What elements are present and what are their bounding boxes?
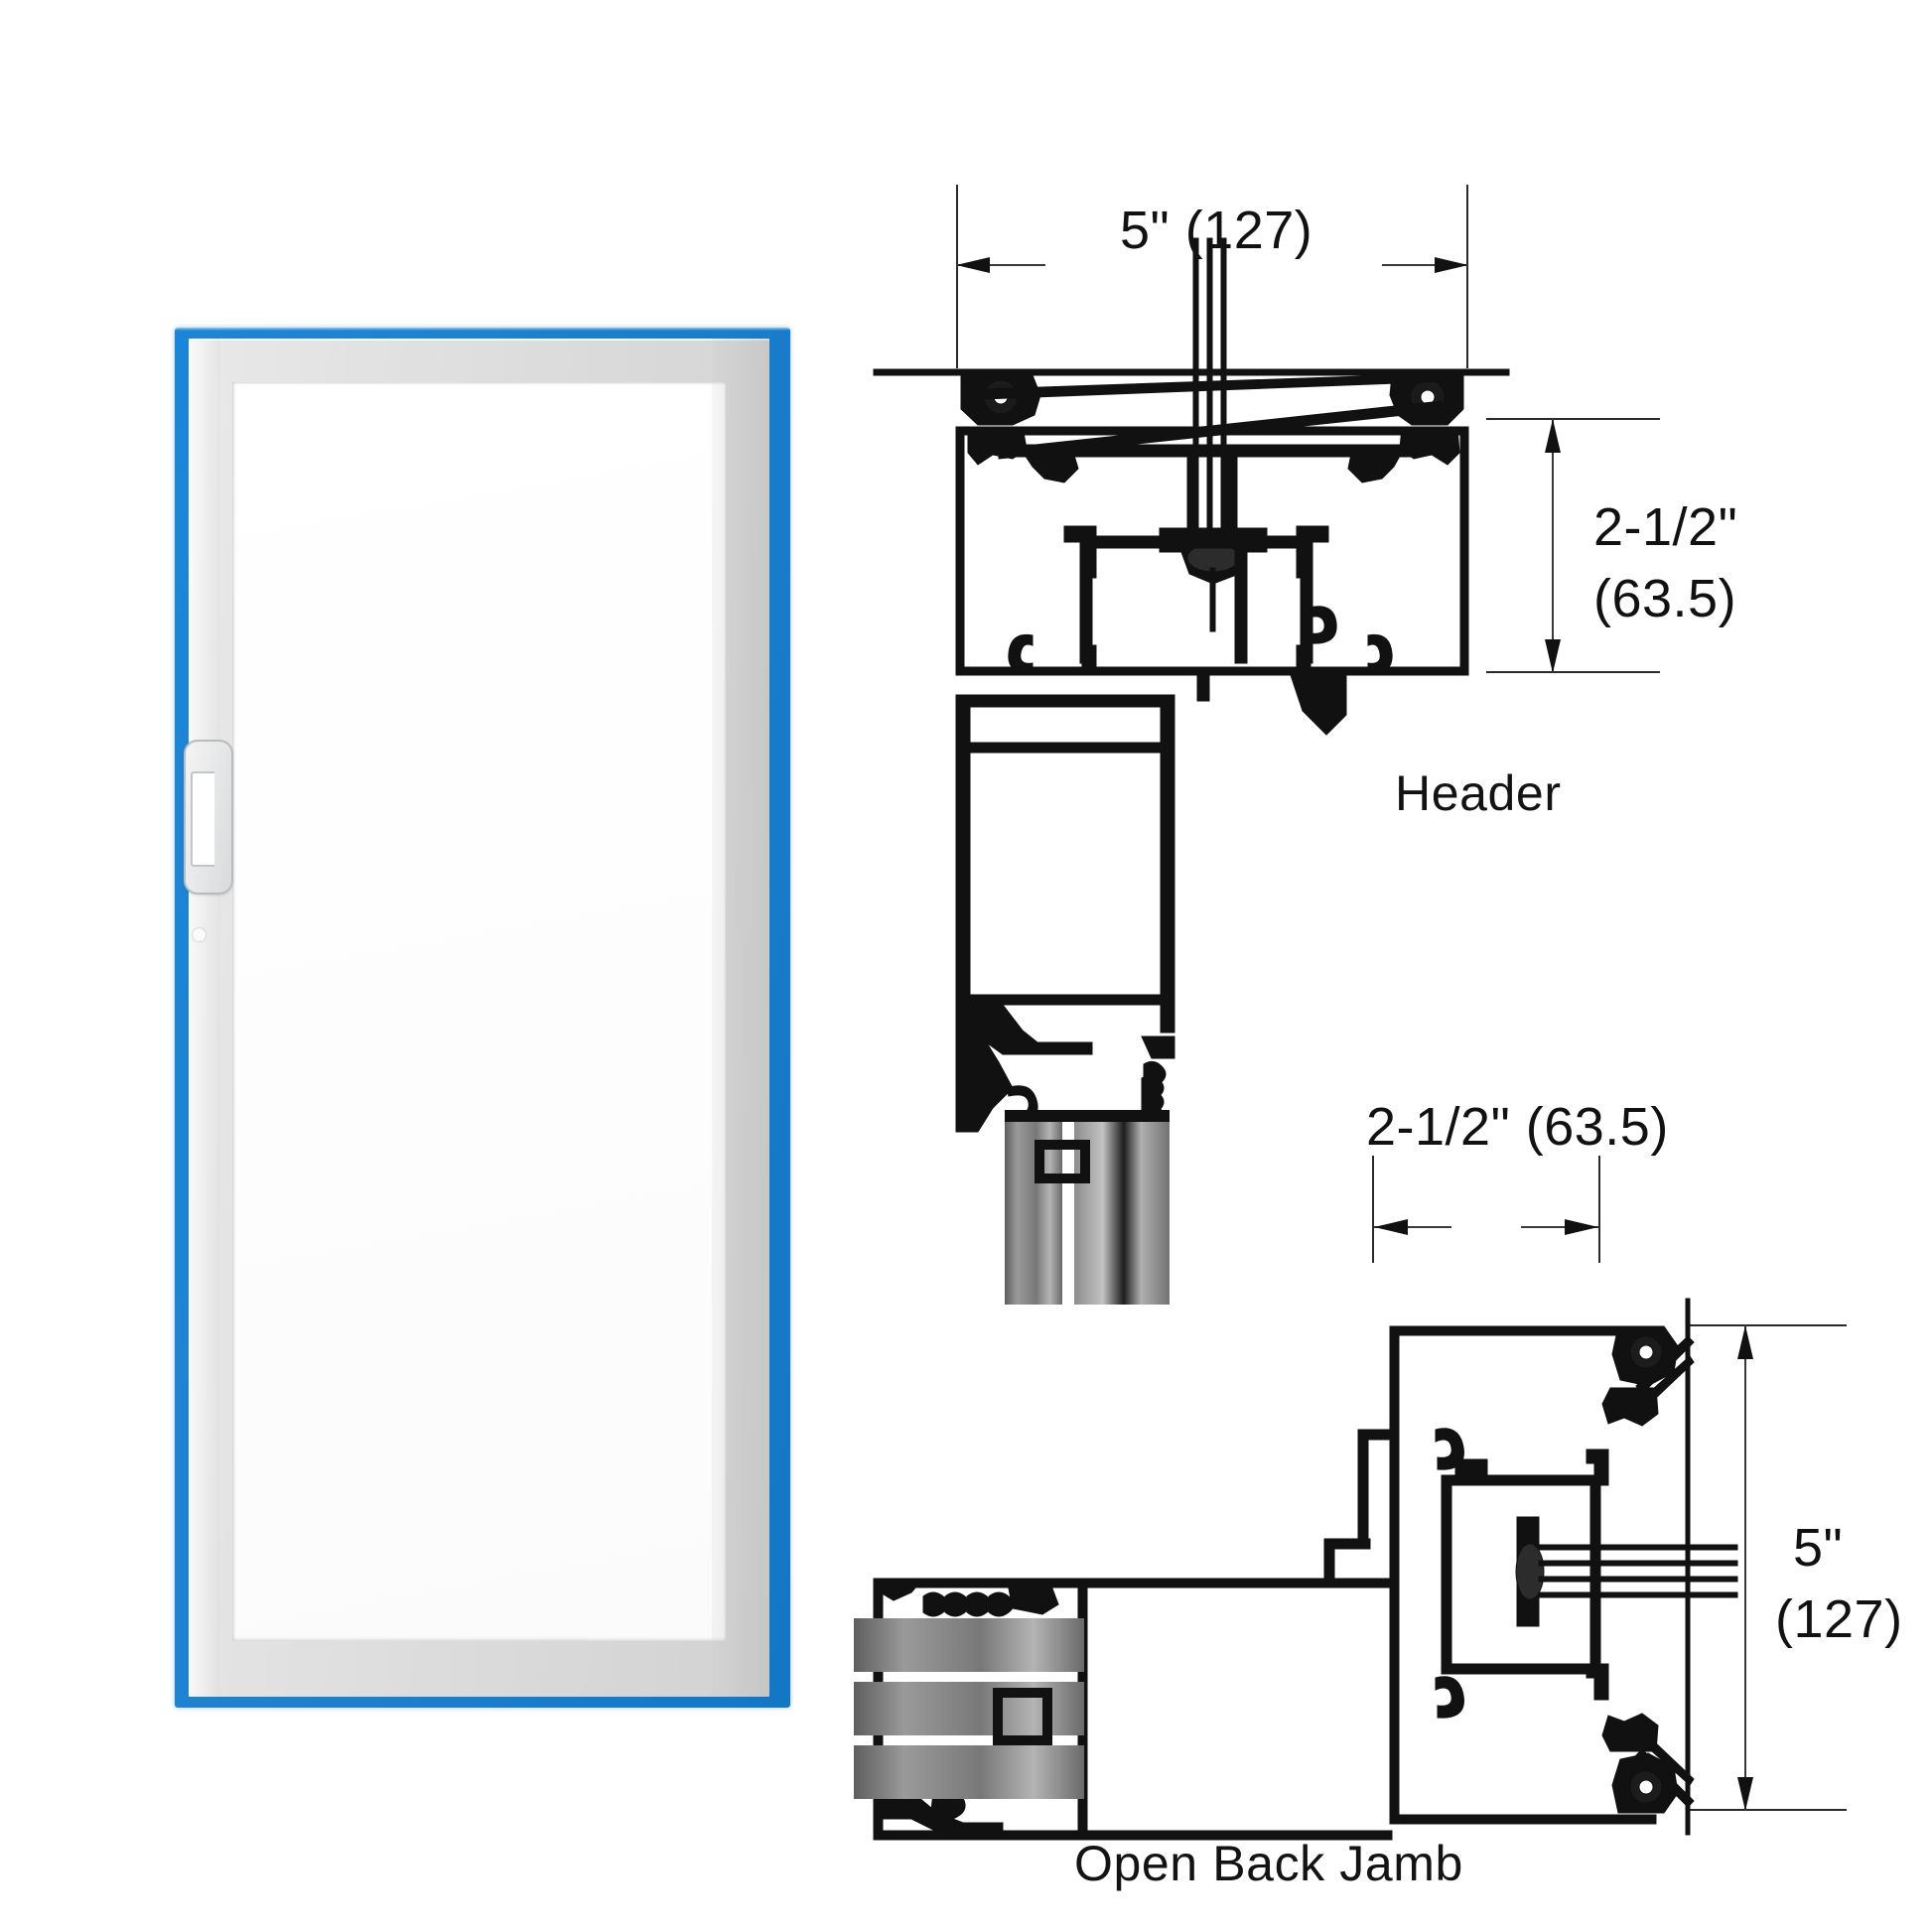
header-height-dimension-label-line2: (63.5) [1593,569,1737,628]
jamb-height-dimension-label-line2: (127) [1775,1589,1903,1649]
header-width-arrow-right [1435,257,1468,273]
jamb-width-dim-line-right [1521,1226,1598,1228]
header-width-dim-line-right [1382,264,1468,266]
header-cross-section: 5" (127) 2-1/2" (63.5) [873,185,1738,1305]
header-width-dimension-label: 5" (127) [1120,201,1313,260]
header-width-ext-left [956,185,958,368]
header-width-dim-line-left [956,264,1045,266]
jamb-width-dim-line-left [1374,1226,1451,1228]
jamb-height-arrow-top [1737,1325,1753,1359]
header-height-arrow-bottom [1545,639,1561,673]
jamb-width-ext-right [1598,1156,1600,1263]
header-height-ext-top [1486,418,1660,420]
door-slab [189,339,769,1697]
door-pull-handle-inner [191,771,214,867]
jamb-reference-line [1685,1298,1691,1836]
jamb-height-ext-top [1688,1324,1847,1326]
door-pull-handle[interactable] [184,740,233,895]
header-height-dim-line [1552,418,1554,673]
header-profile-drawing [873,237,1510,1305]
jamb-height-arrow-bottom [1737,1777,1753,1811]
jamb-width-arrow-right [1565,1219,1598,1235]
header-width-ext-right [1466,185,1468,368]
header-height-dimension-label-line1: 2-1/2" [1593,497,1738,557]
jamb-glass-stile-graphic [854,1618,1084,1799]
header-height-arrow-top [1545,419,1561,453]
door-lock-cylinder[interactable] [193,928,206,941]
jamb-width-arrow-left [1374,1219,1408,1235]
jamb-height-dimension-label-line1: 5" [1793,1518,1844,1578]
header-glass-stile-graphic [1005,1110,1170,1305]
jamb-height-ext-bottom [1688,1809,1847,1811]
jamb-width-dimension-label: 2-1/2" (63.5) [1366,1097,1669,1157]
jamb-label: Open Back Jamb [1074,1836,1463,1891]
header-label: Header [1395,765,1562,821]
jamb-height-dim-line [1744,1324,1746,1811]
header-mounting-surface [873,368,1510,376]
header-height-ext-bottom [1486,671,1660,673]
header-width-arrow-left [956,257,990,273]
jamb-width-ext-left [1372,1156,1374,1263]
door-glass-panel [232,382,726,1641]
